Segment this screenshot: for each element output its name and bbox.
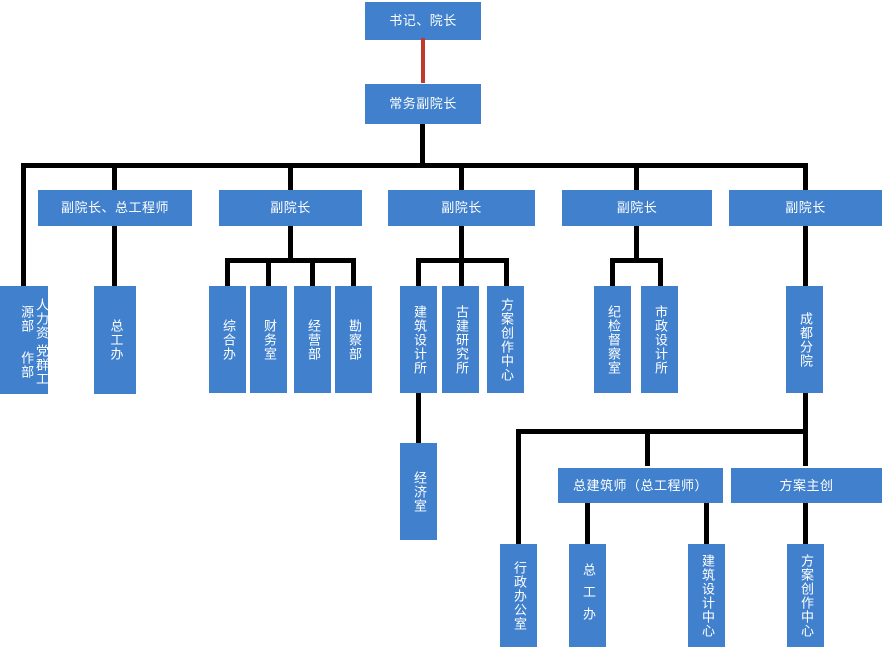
node-vp5[interactable]: 副院长	[729, 190, 882, 226]
node-survey-dept[interactable]: 勘察部	[335, 286, 372, 393]
connector-chengdu-bus	[516, 429, 808, 434]
node-root[interactable]: 书记、院长	[365, 2, 481, 40]
node-general-office[interactable]: 综合办	[209, 286, 246, 393]
connector-vp2-drop-3	[310, 258, 315, 287]
connector-scheme-lead-to-center	[803, 503, 808, 546]
connector-vp2-drop-2	[266, 258, 271, 287]
connector-root-to-deputy	[421, 38, 425, 83]
connector-vp3-stem	[459, 225, 464, 261]
connector-chief-arch-to-cd-chief-eng	[585, 503, 590, 546]
connector-deputy-stem	[420, 123, 425, 167]
node-operations-dept[interactable]: 经营部	[294, 286, 331, 393]
connector-bus-drop-vp3	[459, 163, 464, 192]
connector-bus-drop-vp1	[112, 163, 117, 192]
connector-vp4-drop-2	[658, 258, 663, 287]
node-chief-engineer-office[interactable]: 总工办	[94, 286, 136, 394]
node-chengdu-branch[interactable]: 成都分院	[786, 286, 823, 393]
node-admin-office[interactable]: 行政办公室	[500, 544, 537, 647]
connector-chengdu-drop-admin	[516, 429, 521, 546]
connector-chengdu-drop-scheme-lead	[803, 429, 808, 466]
node-discipline-inspection-office[interactable]: 纪检督察室	[594, 286, 631, 393]
node-vp3[interactable]: 副院长	[388, 190, 535, 226]
node-economics-office[interactable]: 经济室	[400, 443, 437, 540]
node-vp1-chief-engineer[interactable]: 副院长、总工程师	[38, 190, 192, 226]
node-municipal-design-institute[interactable]: 市政设计所	[641, 286, 678, 393]
node-vp2[interactable]: 副院长	[219, 190, 362, 226]
connector-vp4-bus	[610, 258, 663, 263]
node-hr-and-party-depts[interactable]: 人力资源部 党群工作部	[0, 286, 49, 394]
node-chengdu-scheme-creation-center[interactable]: 方案创作中心	[787, 544, 824, 647]
connector-chengdu-drop-chief-arch	[645, 429, 650, 466]
node-ancient-architecture-institute[interactable]: 古建研究所	[442, 286, 479, 393]
connector-vp2-stem	[288, 225, 293, 261]
node-chengdu-chief-engineer-office[interactable]: 总工办	[569, 544, 606, 647]
connector-vp3-drop-2	[459, 258, 464, 287]
connector-arch-to-economics	[416, 393, 421, 444]
node-chengdu-architecture-design-center[interactable]: 建筑设计中心	[688, 544, 725, 647]
connector-bus-drop-left-spine	[21, 163, 26, 286]
connector-vp5-to-chengdu	[803, 225, 808, 287]
node-chief-architect[interactable]: 总建筑师（总工程师）	[558, 468, 723, 503]
node-hr-dept-label: 人力资源部	[19, 298, 49, 340]
node-party-dept-label: 党群工作部	[19, 344, 49, 386]
connector-vp4-drop-1	[610, 258, 615, 287]
connector-chief-arch-to-arch-center	[704, 503, 709, 546]
connector-bus-drop-vp4	[634, 163, 639, 192]
connector-chengdu-stem	[803, 393, 808, 433]
connector-vp2-drop-1	[225, 258, 230, 287]
connector-vp2-bus	[225, 258, 356, 263]
node-architecture-design-institute[interactable]: 建筑设计所	[400, 286, 437, 393]
connector-vp4-stem	[634, 225, 639, 261]
node-deputy-exec[interactable]: 常务副院长	[365, 84, 481, 124]
node-vp4[interactable]: 副院长	[562, 190, 712, 226]
connector-vp3-drop-1	[416, 258, 421, 287]
connector-bus-drop-vp2	[288, 163, 293, 192]
node-scheme-lead[interactable]: 方案主创	[731, 468, 882, 503]
connector-vp2-drop-4	[351, 258, 356, 287]
connector-vp1-to-chief-eng	[112, 225, 117, 287]
node-scheme-creation-center[interactable]: 方案创作中心	[487, 286, 524, 393]
connector-vp3-drop-3	[504, 258, 509, 287]
node-finance-office[interactable]: 财务室	[250, 286, 287, 393]
connector-main-bus	[21, 163, 808, 168]
connector-bus-drop-vp5	[803, 163, 808, 192]
